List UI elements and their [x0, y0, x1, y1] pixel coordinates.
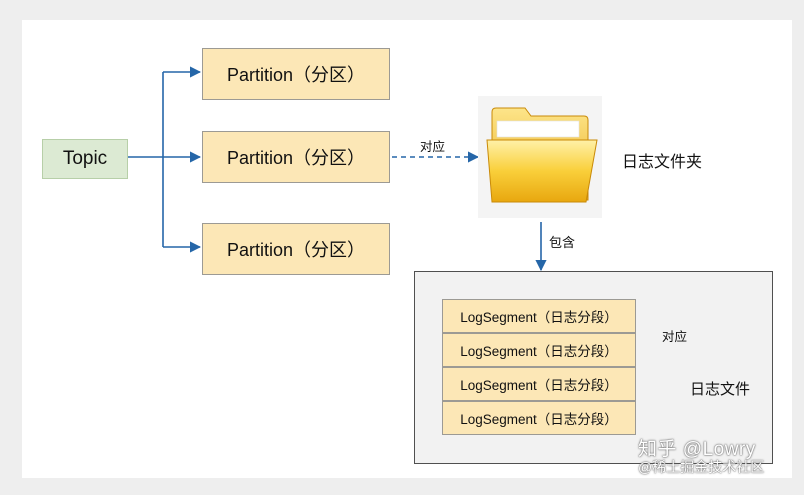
- watermark: 知乎 @Lowry @稀土掘金技术社区: [638, 440, 798, 475]
- watermark-line-2: @稀土掘金技术社区: [638, 458, 765, 475]
- partition-node-3: Partition（分区）: [202, 223, 390, 275]
- log-segment-1: LogSegment（日志分段）: [442, 299, 636, 333]
- partition-node-1: Partition（分区）: [202, 48, 390, 100]
- log-segment-2: LogSegment（日志分段）: [442, 333, 636, 367]
- file-label: 日志文件: [690, 381, 751, 398]
- segment-to-file-label: 对应: [662, 330, 688, 344]
- watermark-line-1: 知乎 @Lowry: [638, 439, 756, 460]
- log-segment-3: LogSegment（日志分段）: [442, 367, 636, 401]
- folder-icon: [478, 96, 602, 218]
- partition-to-folder-label: 对应: [420, 140, 446, 154]
- topic-node: Topic: [42, 139, 128, 179]
- topic-to-partitions-connector: [128, 66, 202, 253]
- folder-label: 日志文件夹: [622, 154, 703, 171]
- folder-to-segments-label: 包含: [549, 235, 576, 250]
- log-segment-4: LogSegment（日志分段）: [442, 401, 636, 435]
- partition-node-2: Partition（分区）: [202, 131, 390, 183]
